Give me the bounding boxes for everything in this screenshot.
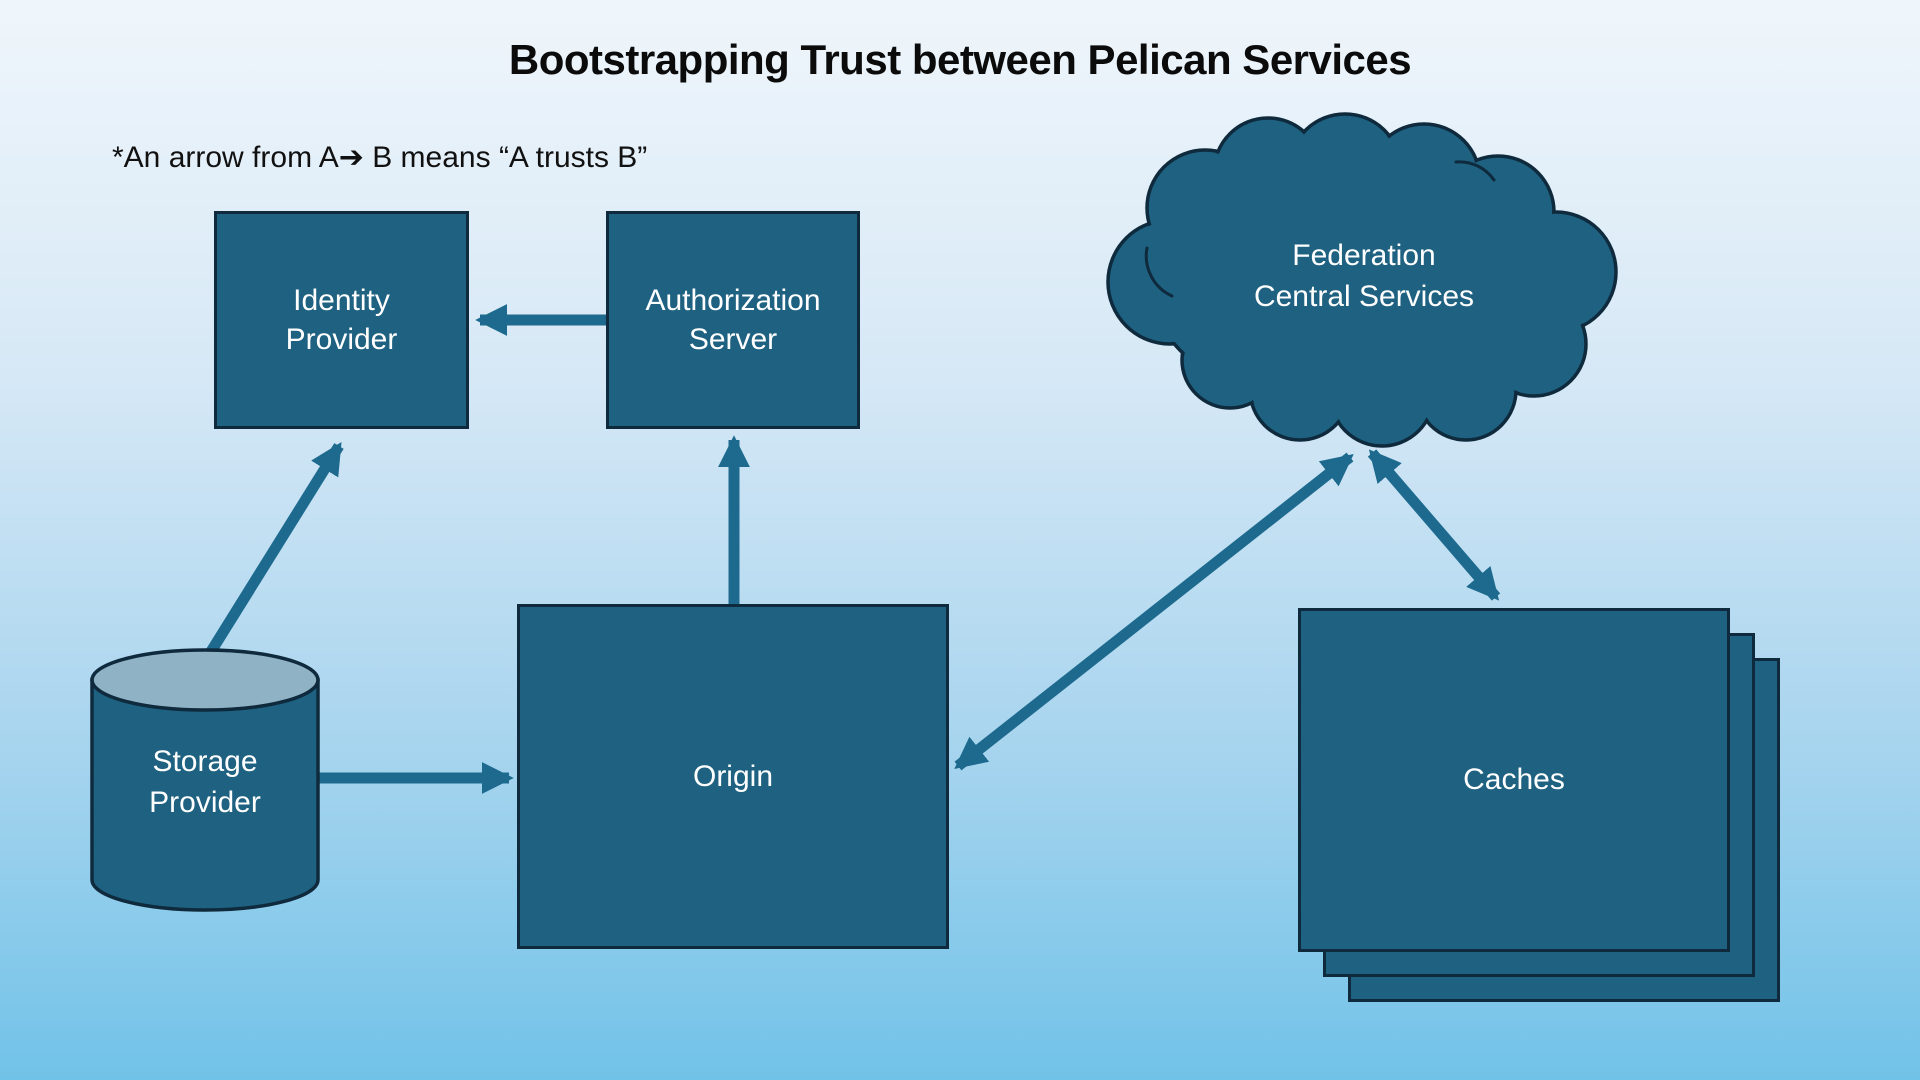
node-label: Storage <box>152 745 258 778</box>
node-label: Federation <box>1292 239 1436 272</box>
node-caches: Caches <box>1298 608 1730 952</box>
legend-note: *An arrow from A➔ B means “A trusts B” <box>112 141 648 174</box>
node-label: Provider <box>149 785 261 819</box>
node-label: Provider <box>285 323 398 356</box>
node-federation-central-services-label: Federation Central Services <box>1164 236 1564 317</box>
node-origin: Origin <box>517 604 949 949</box>
cloud-notch-top-right <box>1454 160 1496 182</box>
node-label: Server <box>688 323 778 356</box>
arrow-origin-federation-mutual <box>954 452 1354 771</box>
federation-cloud-shape <box>1106 112 1618 448</box>
storage-cylinder-shape <box>90 648 320 912</box>
node-label: Caches <box>1463 763 1565 796</box>
node-storage-provider-label: Storage Provider <box>92 742 318 823</box>
node-identity-provider: Identity Provider <box>214 211 469 429</box>
node-label: Origin <box>692 760 774 793</box>
cloud-notch-left <box>1144 246 1174 298</box>
arrow-caches-federation-mutual <box>1367 449 1501 601</box>
node-label: Central Services <box>1253 279 1475 313</box>
node-authorization-server: Authorization Server <box>606 211 860 429</box>
cylinder-top-ellipse <box>90 648 320 712</box>
arrow-storage-trusts-identity <box>202 441 344 661</box>
node-label: Authorization <box>645 284 821 317</box>
diagram-title: Bootstrapping Trust between Pelican Serv… <box>508 36 1412 83</box>
node-label: Identity <box>293 284 390 317</box>
